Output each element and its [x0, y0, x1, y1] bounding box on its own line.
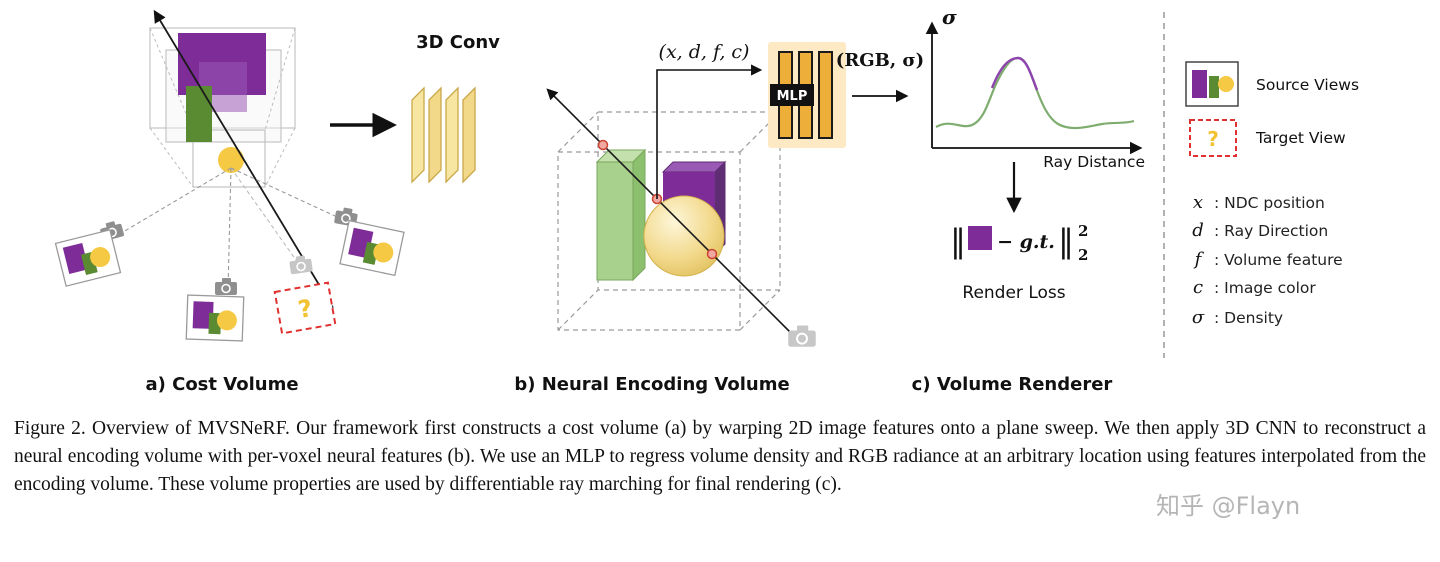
camera-icon-target	[287, 253, 314, 276]
render-loss-caption: Render Loss	[962, 283, 1065, 303]
legend-symbol-c: c	[1193, 277, 1203, 298]
conv-stage: 3D Conv	[330, 32, 500, 184]
loss-superscript: 2	[1078, 222, 1088, 240]
render-loss-formula: ‖ − g.t. ‖ 2 2	[950, 222, 1088, 264]
panel-c-label: c) Volume Renderer	[912, 374, 1113, 395]
panel-b-label: b) Neural Encoding Volume	[514, 374, 789, 395]
legend-desc-f: : Volume feature	[1214, 251, 1343, 269]
legend-target-view: ? Target View	[1189, 119, 1346, 157]
sweep-plane-near	[192, 129, 266, 188]
ray-distance-label: Ray Distance	[1043, 153, 1145, 171]
sampling-ray-arrow	[546, 88, 793, 335]
target-view-box: ?	[273, 281, 337, 335]
frustum-edge	[264, 127, 296, 188]
source-views-label: Source Views	[1256, 76, 1359, 94]
camera-icon	[214, 277, 238, 296]
density-axis-label: σ	[942, 5, 957, 29]
legend-symbol-sigma: σ	[1192, 307, 1205, 328]
mlp-layer-bar	[818, 51, 833, 139]
cost-volume-panel: ?	[54, 9, 405, 342]
legend-symbol-d: d	[1192, 220, 1204, 241]
sight-line	[227, 167, 232, 291]
source-view-thumbnail	[54, 229, 122, 287]
target-question-mark: ?	[296, 294, 315, 324]
sweep-plane-far	[149, 27, 296, 129]
legend-symbols: x : NDC position d : Ray Direction f : V…	[1192, 192, 1343, 328]
source-view-thumbnail	[185, 294, 245, 342]
cube-edge	[557, 289, 599, 331]
green-box-front	[596, 161, 634, 281]
volume-renderer-panel: σ Ray Distance ‖ − g.t. ‖ 2 2 Render Los…	[925, 5, 1145, 303]
sight-line	[117, 167, 232, 236]
frustum-edge	[149, 27, 194, 131]
source-views-icon-purple	[1192, 70, 1207, 98]
legend-symbol-f: f	[1193, 249, 1205, 270]
source-view-thumbnail	[339, 220, 405, 276]
cube-edge	[739, 289, 781, 331]
ray-sample-point	[597, 139, 609, 151]
green-box-side	[632, 148, 646, 282]
density-curve-green	[935, 56, 1135, 130]
mlp-label: MLP	[777, 89, 808, 104]
legend-desc-x: : NDC position	[1214, 194, 1325, 212]
target-view-label: Target View	[1255, 129, 1346, 147]
target-view-border	[273, 281, 337, 335]
cube-front-face	[557, 151, 741, 331]
camera-icon-ray	[787, 324, 817, 348]
source-views-icon-green	[1209, 76, 1219, 98]
legend-desc-c: : Image color	[1214, 279, 1316, 297]
loss-subscript: 2	[1078, 246, 1088, 264]
predicted-pixel-swatch	[968, 226, 992, 250]
legend-symbol-x: x	[1193, 192, 1203, 213]
figure-caption: Figure 2. Overview of MVSNeRF. Our frame…	[14, 418, 1426, 495]
encoding-sphere	[643, 195, 725, 277]
cube-edge	[557, 111, 599, 153]
mlp-block: MLP	[768, 42, 846, 148]
figure-diagram: ? 3D Conv	[54, 5, 1359, 395]
mlp-tag-box	[770, 84, 814, 106]
legend-source-views: Source Views	[1185, 61, 1359, 107]
legend-desc-sigma: : Density	[1214, 309, 1283, 327]
density-curve-purple-peak	[990, 56, 1039, 91]
target-view-icon	[1189, 119, 1237, 157]
conv-layer-sheet	[445, 86, 459, 184]
conv-label: 3D Conv	[416, 32, 500, 53]
purple-box-top	[661, 161, 727, 173]
conv-layer-sheet	[411, 86, 425, 184]
feature-query-arrow	[656, 64, 763, 199]
scene-green-block	[186, 86, 212, 142]
panel-a-label: a) Cost Volume	[145, 374, 298, 395]
sight-line	[230, 167, 349, 223]
conv-layer-sheet	[462, 86, 476, 184]
mlp-output-tuple: (RGB, σ)	[836, 50, 924, 71]
legend: Source Views ? Target View x : NDC posit…	[1163, 12, 1359, 358]
target-view-icon-mark: ?	[1207, 127, 1219, 151]
neural-encoding-volume-panel: (x, d, f, c) MLP (RGB, σ)	[546, 41, 924, 348]
ray-sample-point	[706, 248, 718, 260]
frustum-edge	[149, 127, 194, 188]
scene-yellow-sphere	[218, 147, 244, 173]
norm-bar-right: ‖	[1058, 222, 1074, 260]
legend-desc-d: : Ray Direction	[1214, 222, 1328, 240]
conv-layer-sheet	[428, 86, 442, 184]
norm-bar-left: ‖	[950, 222, 966, 260]
mlp-input-tuple: (x, d, f, c)	[659, 41, 750, 63]
minus-ground-truth: − g.t.	[997, 231, 1055, 253]
source-views-icon-yellow	[1218, 76, 1234, 92]
